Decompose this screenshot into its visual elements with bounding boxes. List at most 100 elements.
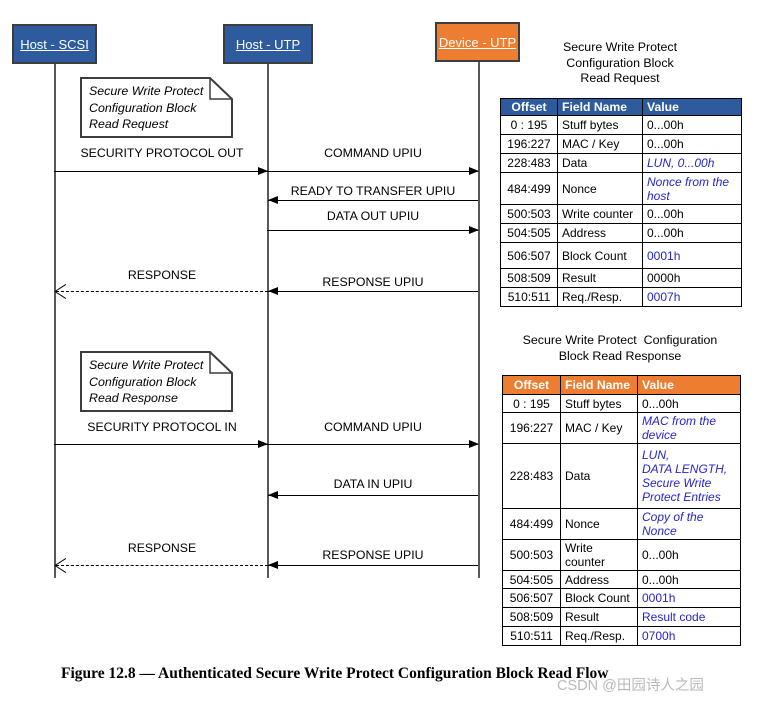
cell-field: Block Count — [560, 588, 638, 608]
arrowhead-right-icon — [258, 440, 268, 448]
col-field-name: Field Name — [560, 375, 638, 395]
table-header-row: Offset Field Name Value — [502, 375, 741, 395]
table-row: 196:227 MAC / Key MAC from the device — [502, 412, 741, 444]
msg-response2-label: RESPONSE — [127, 541, 197, 555]
table-row: 510:511 Req./Resp. 0700h — [502, 626, 741, 646]
cell-field: Req./Resp. — [560, 626, 638, 646]
col-offset: Offset — [500, 98, 558, 116]
table-row: 510:511 Req./Resp. 0007h — [500, 287, 742, 307]
table-row: 228:483 Data LUN, 0...00h — [500, 153, 742, 173]
msg-security-protocol-in-label: SECURITY PROTOCOL IN — [87, 420, 237, 434]
cell-value: Nonce from the host — [642, 172, 742, 205]
cell-field: Stuff bytes — [557, 115, 643, 135]
cell-field: MAC / Key — [560, 412, 638, 444]
arrowhead-right-icon — [469, 167, 479, 175]
cell-offset: 506:507 — [502, 588, 561, 608]
note-read-response: Secure Write Protect Configuration Block… — [80, 351, 233, 412]
table-row: 508:509 Result Result code — [502, 607, 741, 627]
msg-response2-line — [56, 565, 268, 566]
cell-offset: 504:505 — [502, 570, 561, 589]
lifeline-host-utp — [267, 64, 269, 578]
msg-command-upiu2-line — [267, 444, 478, 445]
cell-field: Stuff bytes — [560, 394, 638, 413]
note-line: Configuration Block — [89, 100, 197, 115]
cell-value: 0...00h — [642, 134, 742, 154]
table-row: 0 : 195 Stuff bytes 0...00h — [502, 394, 741, 413]
table-read-response: Offset Field Name Value 0 : 195 Stuff by… — [502, 375, 741, 646]
cell-value: 0...00h — [637, 570, 741, 589]
note-line: Secure Write Protect — [89, 84, 204, 98]
actor-host-scsi: Host - SCSI — [12, 24, 97, 64]
note-line: Read Request — [89, 117, 169, 131]
actor-device-utp-label: Device - UTP — [438, 34, 517, 50]
cell-field: Data — [560, 443, 638, 509]
cell-field: Nonce — [557, 172, 643, 205]
cell-value: Result code — [637, 607, 741, 627]
cell-offset: 510:511 — [502, 626, 561, 646]
cell-value: 0001h — [637, 588, 741, 608]
msg-response-label: RESPONSE — [127, 268, 197, 282]
msg-response-upiu2-label: RESPONSE UPIU — [322, 548, 424, 562]
note-outline-icon — [80, 351, 233, 412]
cell-field: Req./Resp. — [557, 287, 643, 307]
cell-offset: 500:503 — [502, 539, 561, 571]
note-line: Configuration Block — [89, 374, 197, 389]
cell-value: 0007h — [642, 287, 742, 307]
msg-security-protocol-out-line — [54, 171, 268, 172]
note-line: Read Response — [89, 391, 178, 405]
arrowhead-left-icon — [268, 561, 278, 569]
actor-device-utp: Device - UTP — [435, 22, 520, 62]
table-row: 196:227 MAC / Key 0...00h — [500, 134, 742, 154]
col-value: Value — [637, 375, 741, 395]
msg-command-upiu2-label: COMMAND UPIU — [324, 420, 422, 434]
cell-field: Write counter — [557, 204, 643, 224]
msg-data-out-upiu-line — [267, 230, 478, 231]
cell-field: Block Count — [557, 242, 643, 269]
msg-response-upiu-line — [268, 291, 478, 292]
msg-data-out-upiu-label: DATA OUT UPIU — [326, 209, 420, 223]
cell-field: Result — [560, 607, 638, 627]
table-row: 228:483 Data LUN, DATA LENGTH, Secure Wr… — [502, 443, 741, 509]
cell-value: LUN, DATA LENGTH, Secure Write Protect E… — [637, 443, 741, 509]
cell-offset: 228:483 — [502, 443, 561, 509]
msg-security-protocol-in-line — [54, 444, 268, 445]
table-row: 508:509 Result 0000h — [500, 268, 742, 288]
cell-field: Address — [557, 223, 643, 243]
note-read-request-text: Secure Write Protect Configuration Block… — [89, 83, 203, 133]
msg-response-upiu2-line — [268, 565, 478, 566]
arrowhead-left-icon — [268, 491, 278, 499]
cell-field: Data — [557, 153, 643, 173]
table-row: 506:507 Block Count 0001h — [500, 242, 742, 269]
cell-offset: 0 : 195 — [500, 115, 558, 135]
col-field-name: Field Name — [557, 98, 643, 116]
table-row: 500:503 Write counter 0...00h — [502, 539, 741, 571]
msg-ready-to-transfer-label: READY TO TRANSFER UPIU — [290, 184, 456, 198]
cell-offset: 500:503 — [500, 204, 558, 224]
table-read-request: Offset Field Name Value 0 : 195 Stuff by… — [500, 98, 742, 307]
msg-data-in-upiu-line — [268, 495, 478, 496]
table-row: 506:507 Block Count 0001h — [502, 588, 741, 608]
cell-value: LUN, 0...00h — [642, 153, 742, 173]
note-read-request: Secure Write Protect Configuration Block… — [80, 77, 233, 138]
table-request-title: Secure Write Protect Configuration Block… — [562, 40, 678, 85]
cell-offset: 510:511 — [500, 287, 558, 307]
cell-offset: 508:509 — [502, 607, 561, 627]
cell-value: 0...00h — [642, 115, 742, 135]
cell-value: 0...00h — [637, 539, 741, 571]
cell-value: 0000h — [642, 268, 742, 288]
msg-data-in-upiu-label: DATA IN UPIU — [333, 477, 413, 491]
cell-offset: 508:509 — [500, 268, 558, 288]
cell-field: MAC / Key — [557, 134, 643, 154]
col-value: Value — [642, 98, 742, 116]
table-row: 504:505 Address 0...00h — [502, 570, 741, 589]
arrowhead-right-icon — [469, 226, 479, 234]
table-row: 484:499 Nonce Copy of the Nonce — [502, 508, 741, 540]
note-read-response-text: Secure Write Protect Configuration Block… — [89, 357, 203, 407]
cell-value: 0...00h — [642, 204, 742, 224]
msg-security-protocol-out-label: SECURITY PROTOCOL OUT — [80, 146, 244, 160]
cell-offset: 228:483 — [500, 153, 558, 173]
table-header-row: Offset Field Name Value — [500, 98, 742, 116]
cell-offset: 504:505 — [500, 223, 558, 243]
cell-offset: 196:227 — [502, 412, 561, 444]
cell-field: Nonce — [560, 508, 638, 540]
